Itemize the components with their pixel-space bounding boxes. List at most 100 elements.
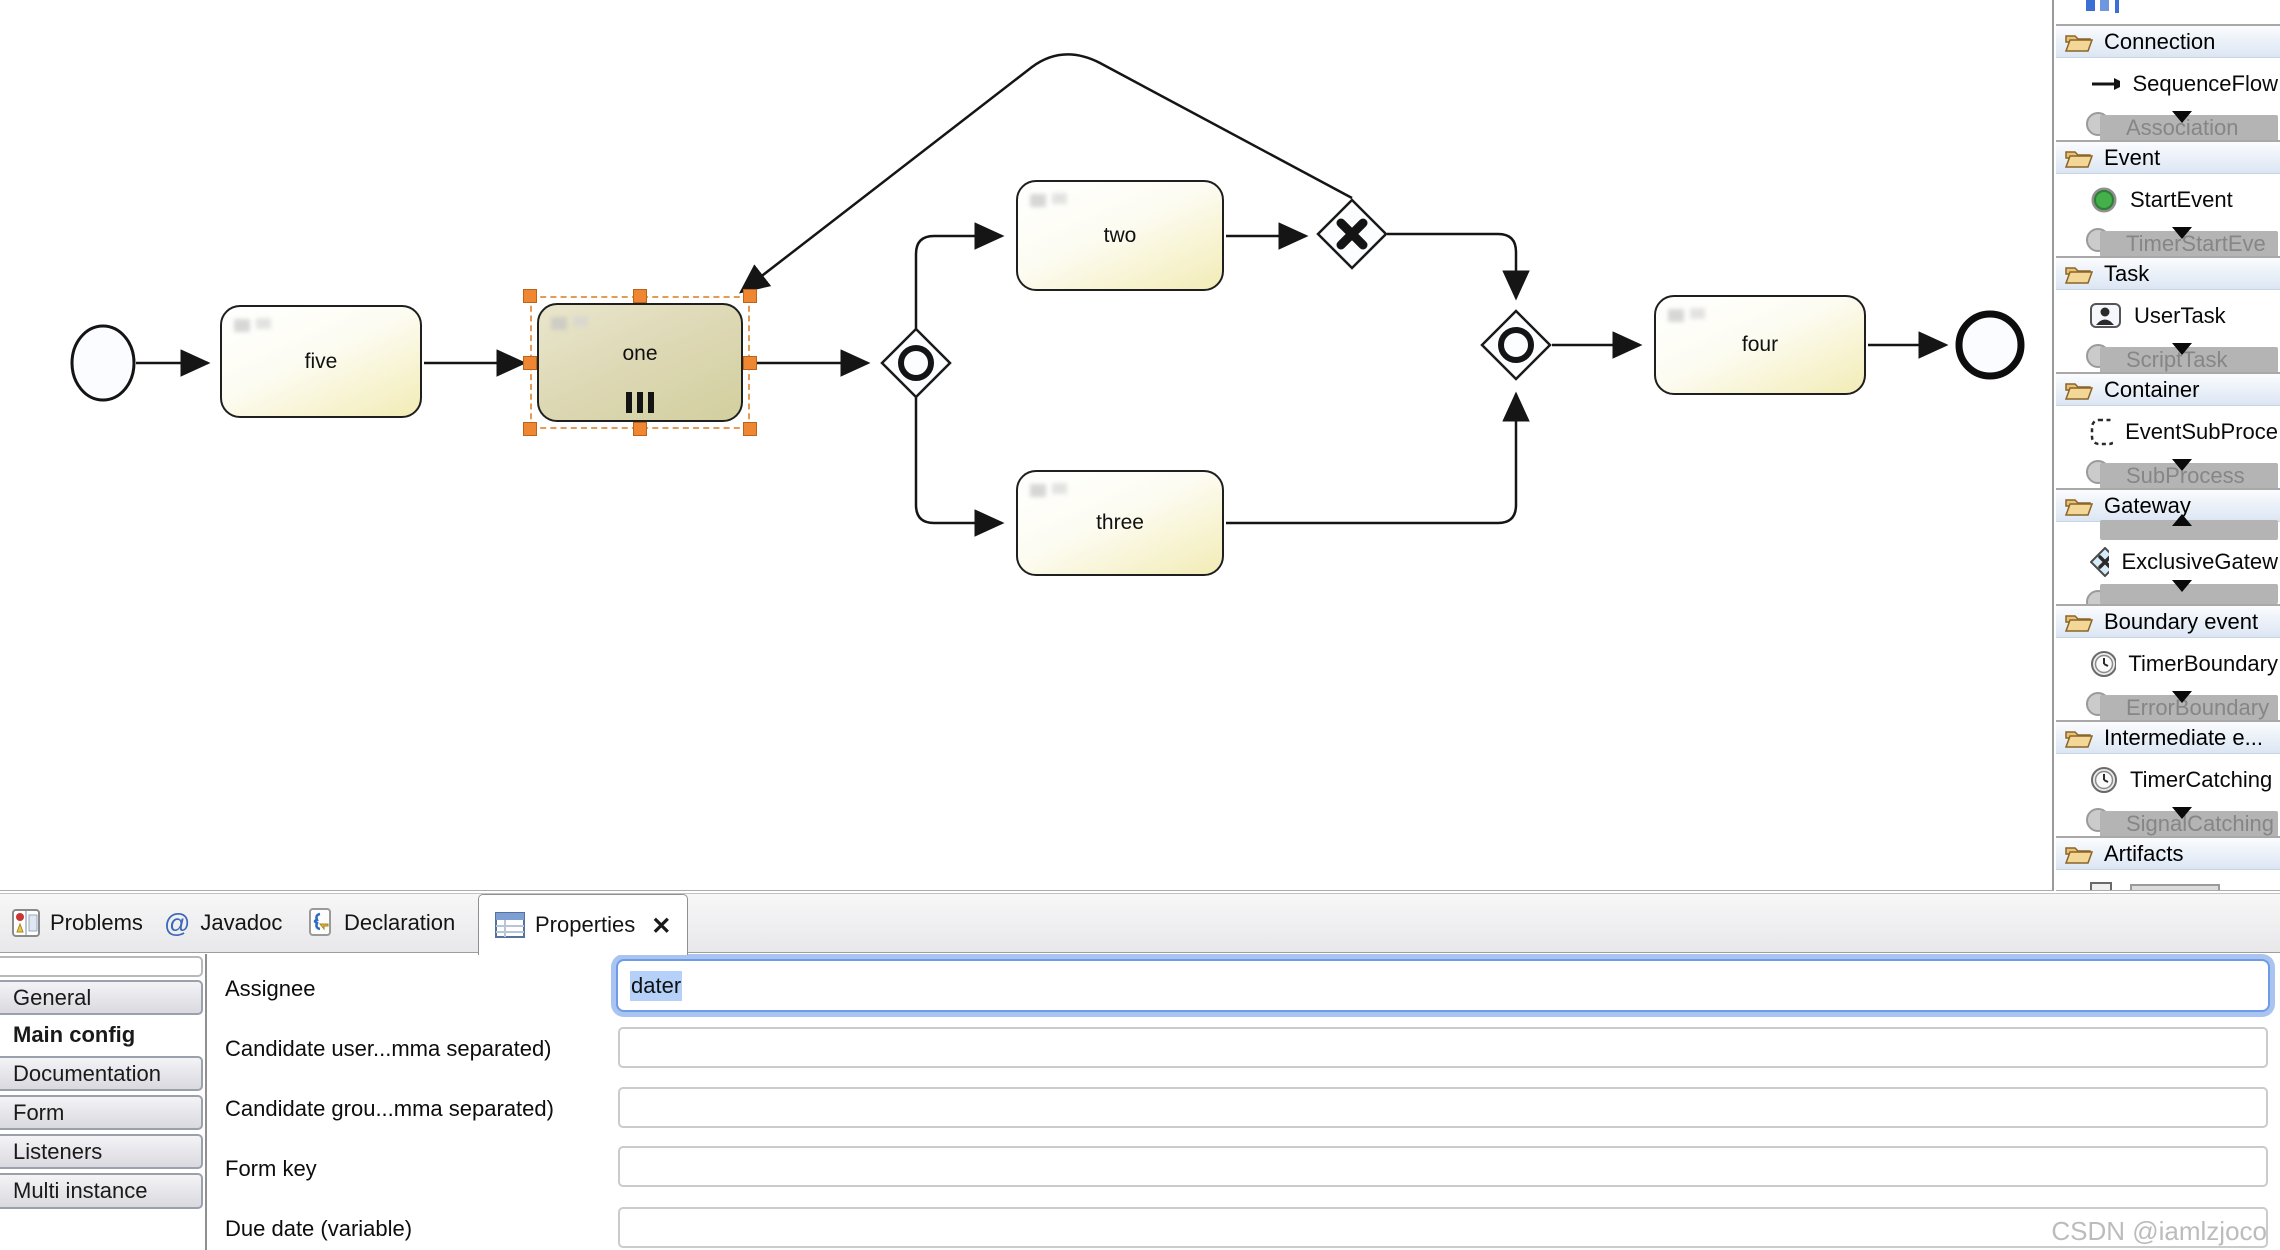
task-label: three — [1096, 511, 1144, 534]
exclusive-gateway[interactable] — [1316, 198, 1388, 270]
timer-catching-icon — [2091, 767, 2117, 793]
folder-icon — [2064, 266, 2094, 284]
due-date-input[interactable] — [618, 1207, 2268, 1248]
sequence-flow-icon — [2092, 78, 2121, 90]
user-task-icon — [1668, 308, 1708, 324]
task-one[interactable]: one — [523, 289, 757, 436]
task-five[interactable]: five — [220, 305, 422, 418]
tool-palette: Connection SequenceFlow Association Even… — [2056, 0, 2280, 891]
scroll-up-icon — [2172, 514, 2192, 526]
palette-item-sequenceflow[interactable]: SequenceFlow — [2090, 66, 2278, 102]
sidebar-item-general[interactable]: General — [0, 980, 203, 1015]
palette-item-eventsubprocess[interactable]: EventSubProce — [2090, 414, 2278, 450]
palette-item-annotation-partial[interactable] — [2090, 878, 2270, 890]
candidate-users-label: Candidate user...mma separated) — [225, 1036, 552, 1061]
view-tab-bar: Problems @ Javadoc Declaration Propertie… — [0, 893, 2280, 955]
resize-handle[interactable] — [743, 289, 757, 303]
form-key-input[interactable] — [618, 1146, 2268, 1187]
palette-item-timerboundary[interactable]: TimerBoundary — [2090, 646, 2278, 682]
user-task-icon — [1030, 483, 1070, 499]
scroll-down-icon — [2172, 459, 2192, 471]
timer-boundary-icon — [2091, 651, 2117, 677]
task-four[interactable]: four — [1654, 295, 1866, 395]
palette-section-container[interactable]: Container — [2056, 372, 2280, 406]
palette-item-exclusivegateway[interactable]: ExclusiveGatew — [2090, 544, 2278, 580]
problems-icon — [12, 909, 40, 937]
sidebar-item-main-config[interactable]: Main config — [0, 1018, 203, 1052]
palette-item-subprocess-clipped[interactable]: SubProcess — [2086, 459, 2278, 489]
sidebar-item-listeners[interactable]: Listeners — [0, 1134, 203, 1169]
resize-handle[interactable] — [743, 422, 757, 436]
tab-javadoc[interactable]: @ Javadoc — [164, 907, 283, 938]
folder-icon — [2064, 34, 2094, 52]
flow-xgateway-loop-to-one[interactable] — [739, 53, 1353, 294]
palette-section-intermediate-event[interactable]: Intermediate e... — [2056, 720, 2280, 754]
candidate-groups-input[interactable] — [618, 1087, 2268, 1128]
start-event[interactable] — [70, 324, 136, 402]
bpmn-canvas[interactable]: five one two three four — [0, 0, 2054, 891]
task-three[interactable]: three — [1016, 470, 1224, 576]
palette-section-task[interactable]: Task — [2056, 256, 2280, 290]
scroll-down-icon — [2172, 111, 2192, 123]
resize-handle[interactable] — [633, 422, 647, 436]
clipped-tool-icon — [2084, 0, 2134, 13]
palette-section-artifacts[interactable]: Artifacts — [2056, 836, 2280, 870]
resize-handle[interactable] — [633, 289, 647, 303]
sidebar-item-empty — [0, 956, 203, 977]
palette-item-signalcatching-clipped[interactable]: SignalCatching — [2086, 807, 2278, 837]
sidebar-item-documentation[interactable]: Documentation — [0, 1056, 203, 1091]
folder-icon — [2064, 730, 2094, 748]
palette-section-boundary-event[interactable]: Boundary event — [2056, 604, 2280, 638]
watermark: CSDN @iamlzjoco — [2051, 1216, 2267, 1246]
user-task-icon — [551, 316, 591, 332]
palette-item-usertask[interactable]: UserTask — [2090, 298, 2278, 334]
palette-item-timerstartevent-clipped[interactable]: TimerStartEve — [2086, 227, 2278, 257]
palette-scroll-up[interactable] — [2086, 514, 2278, 540]
flow-gateway-to-two[interactable] — [914, 222, 1005, 329]
tab-declaration[interactable]: Declaration — [308, 894, 455, 952]
flow-gateway-to-three[interactable] — [914, 397, 1005, 537]
tab-properties[interactable]: Properties ✕ — [478, 894, 689, 955]
resize-handle[interactable] — [743, 355, 757, 370]
close-tab-icon[interactable]: ✕ — [651, 910, 672, 940]
scroll-down-icon — [2172, 227, 2192, 239]
user-task-icon — [2090, 303, 2121, 328]
palette-section-event[interactable]: Event — [2056, 140, 2280, 174]
palette-section-gateway[interactable]: Gateway — [2056, 488, 2280, 522]
exclusive-gateway-icon — [2090, 547, 2110, 577]
palette-section-connection[interactable]: Connection — [2056, 24, 2280, 58]
palette-item-errorboundary-clipped[interactable]: ErrorBoundary — [2086, 691, 2278, 721]
palette-item-startevent[interactable]: StartEvent — [2090, 182, 2278, 218]
task-label: one — [622, 341, 658, 365]
folder-icon — [2064, 614, 2094, 632]
properties-icon — [495, 912, 525, 938]
end-event[interactable] — [1955, 310, 2025, 380]
resize-handle[interactable] — [523, 289, 537, 303]
tab-problems[interactable]: Problems — [12, 894, 143, 952]
sidebar-item-form[interactable]: Form — [0, 1095, 203, 1130]
due-date-label: Due date (variable) — [225, 1216, 413, 1241]
declaration-icon — [309, 908, 331, 936]
resize-handle[interactable] — [523, 355, 537, 370]
panel-sash[interactable] — [205, 954, 207, 1250]
javadoc-at-icon: @ — [164, 907, 191, 938]
palette-scroll-down[interactable] — [2086, 580, 2278, 614]
resize-handle[interactable] — [523, 422, 537, 436]
assignee-label: Assignee — [225, 976, 316, 1001]
candidate-users-input[interactable] — [618, 1027, 2268, 1068]
folder-icon — [2064, 382, 2094, 400]
inclusive-gateway-left[interactable] — [880, 327, 952, 399]
inclusive-gateway-right[interactable] — [1480, 309, 1552, 381]
flow-three-to-gateway2[interactable] — [1226, 391, 1530, 525]
palette-item-scripttask-clipped[interactable]: ScriptTask — [2086, 343, 2278, 373]
scroll-down-icon — [2172, 580, 2192, 592]
task-two[interactable]: two — [1016, 180, 1224, 291]
palette-item-timercatching[interactable]: TimerCatching — [2090, 762, 2278, 798]
scroll-down-icon — [2172, 343, 2192, 355]
task-label: two — [1103, 223, 1137, 247]
palette-item-association-clipped[interactable]: Association — [2086, 111, 2278, 141]
assignee-input[interactable]: dater — [616, 959, 2270, 1012]
sidebar-item-multi-instance[interactable]: Multi instance — [0, 1173, 203, 1209]
flow-xgateway-to-gateway2[interactable] — [1387, 232, 1530, 301]
